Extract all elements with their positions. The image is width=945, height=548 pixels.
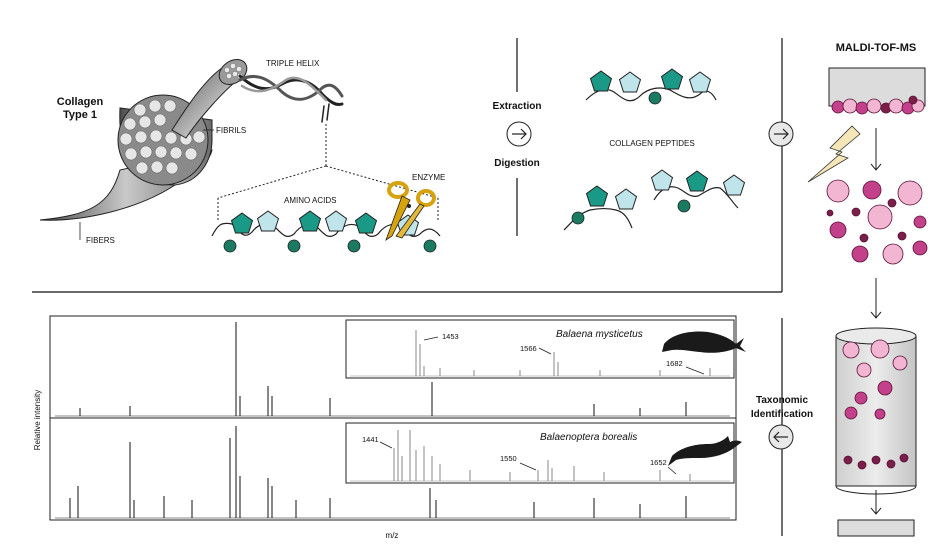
amino-residue-dark (355, 212, 377, 234)
peak-label-1682: 1682 (666, 359, 683, 368)
flow-arrow-down (870, 278, 882, 319)
collagen-peptides-label: COLLAGEN PEPTIDES (609, 139, 694, 148)
laser-bolt-icon (807, 125, 861, 183)
maldi-target-plate (828, 67, 926, 115)
enzyme-label: ENZYME (412, 173, 445, 182)
collagen-title-line2: Type 1 (63, 109, 97, 121)
digestion-label: Digestion (494, 158, 540, 169)
maldi-title: MALDI-TOF-MS (836, 42, 916, 54)
collagen-peptide-bottom-right (651, 169, 745, 213)
taxonomic-label-line2: Identification (751, 409, 813, 420)
fibers-label: FIBERS (86, 236, 115, 245)
flight-tube (835, 327, 917, 495)
amino-residue-light (325, 210, 347, 232)
inset-panel-2 (345, 422, 735, 484)
collagen-peptide-bottom-left (563, 185, 637, 231)
collagen-title-line1: Collagen (57, 96, 104, 108)
peak-label-1453: 1453 (442, 332, 459, 341)
amino-acids-label: AMINO ACIDS (284, 196, 336, 205)
fibril-dots (119, 99, 206, 175)
arrow-right-icon (768, 121, 794, 147)
inset-2-spectrum (350, 430, 730, 482)
amino-residue-light (257, 210, 279, 232)
arrow-right-icon (506, 121, 532, 147)
flow-arrow-down (870, 490, 882, 515)
triple-helix (238, 74, 344, 123)
collagen-fiber-illustration (39, 59, 439, 240)
taxonomic-label-line1: Taxonomic (756, 395, 808, 406)
spectrum-top (55, 322, 730, 417)
extraction-label: Extraction (493, 101, 542, 112)
inset-1-spectrum (350, 330, 730, 377)
peak-label-1652: 1652 (650, 458, 667, 467)
collagen-peptide-top (585, 68, 717, 105)
peak-label-1566: 1566 (520, 344, 537, 353)
amino-residue-dark (231, 212, 253, 234)
species-label-1: Balaena mysticetus (556, 329, 643, 340)
amino-residue-dark (299, 210, 321, 232)
detector (837, 519, 915, 537)
amino-acid-chain (211, 210, 441, 253)
x-axis-label: m/z (386, 531, 399, 540)
peak-label-1550: 1550 (500, 454, 517, 463)
species-label-2: Balaenoptera borealis (540, 432, 637, 443)
bowhead-whale-icon (662, 331, 746, 353)
peak-label-1441: 1441 (362, 435, 379, 444)
arrow-left-icon (768, 424, 794, 450)
flow-arrow-down (870, 128, 882, 171)
triple-helix-label: TRIPLE HELIX (266, 59, 320, 68)
fibrils-label: FIBRILS (216, 126, 246, 135)
y-axis-label: Relative intensity (33, 390, 42, 450)
ionized-peptides-cloud (826, 179, 928, 265)
spectrum-bottom (55, 426, 730, 519)
scissors-icon (385, 181, 436, 242)
sei-whale-icon (668, 436, 742, 466)
